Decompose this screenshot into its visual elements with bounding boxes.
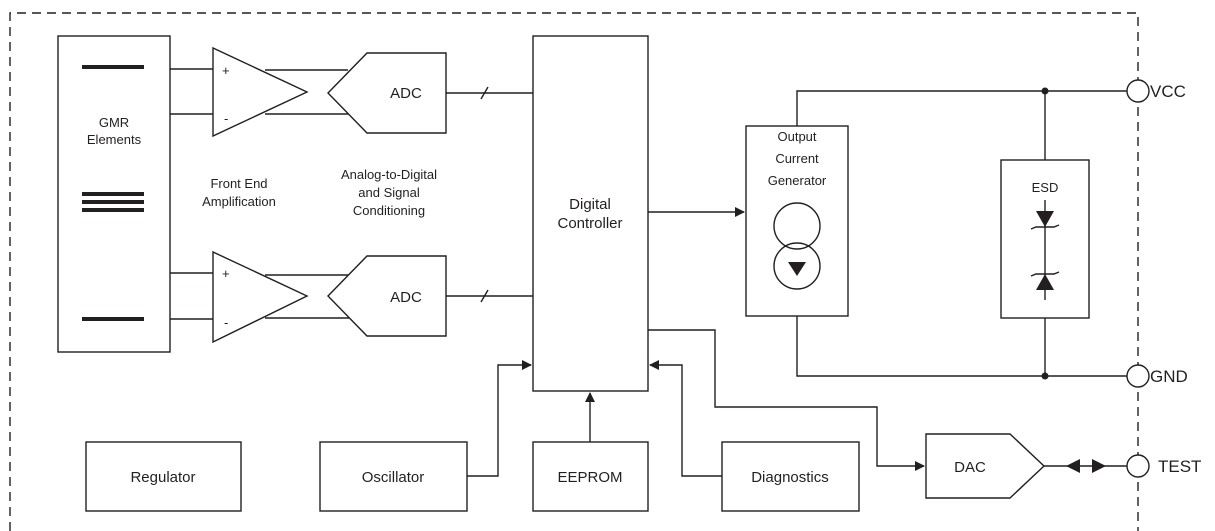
bus-slash-bottom bbox=[480, 289, 489, 303]
front-end-label-line-1: Front End bbox=[210, 176, 267, 191]
device-boundary bbox=[9, 12, 1139, 531]
adc-top-label: ADC bbox=[390, 85, 422, 102]
regulator-block: Regulator bbox=[85, 441, 242, 512]
gmr-bar-middle-1 bbox=[82, 192, 144, 196]
vcc-pin-label: VCC bbox=[1150, 82, 1186, 101]
current-source-circle-upper bbox=[773, 202, 821, 250]
gmr-bar-middle-3 bbox=[82, 208, 144, 212]
controller-label-line-1: Digital bbox=[569, 196, 611, 213]
gnd-pin: GND bbox=[1126, 364, 1188, 388]
adc-bottom: ADC bbox=[327, 255, 447, 337]
amp-top-minus-sign: - bbox=[224, 111, 228, 126]
dac-label: DAC bbox=[954, 459, 986, 476]
amp-top-plus-sign: + bbox=[222, 63, 230, 78]
current-source-arrow-icon bbox=[788, 262, 806, 276]
amplifier-bottom: + - bbox=[212, 250, 309, 344]
wire-gnd-rail bbox=[796, 316, 1127, 377]
diagnostics-label: Diagnostics bbox=[751, 469, 829, 486]
vcc-pin: VCC bbox=[1126, 79, 1186, 103]
gmr-bar-bottom bbox=[82, 317, 144, 321]
test-pin-label: TEST bbox=[1158, 457, 1201, 476]
gmr-label-line-1: GMR bbox=[99, 115, 129, 130]
esd-label: ESD bbox=[1032, 180, 1059, 195]
output-generator-label-line-2: Current bbox=[775, 151, 819, 166]
adc-bottom-label: ADC bbox=[390, 289, 422, 306]
test-pin: TEST bbox=[1126, 454, 1201, 478]
controller-label-line-2: Controller bbox=[557, 215, 622, 232]
bidirectional-arrow-left-icon bbox=[1066, 459, 1080, 473]
bus-slash-top bbox=[480, 86, 489, 100]
gmr-bar-middle-2 bbox=[82, 200, 144, 204]
output-generator-label-line-3: Generator bbox=[768, 173, 827, 188]
regulator-label: Regulator bbox=[130, 469, 195, 486]
output-generator-label-line-1: Output bbox=[777, 129, 816, 144]
amp-bottom-plus-sign: + bbox=[222, 266, 230, 281]
wire-vcc-rail bbox=[796, 90, 1127, 126]
bidirectional-arrow-right-icon bbox=[1092, 459, 1106, 473]
wire-oscillator-to-controller bbox=[467, 360, 532, 477]
zener-diode-upper-icon bbox=[1030, 211, 1060, 230]
amplifier-top: + - bbox=[212, 46, 309, 138]
adc-stage-label-line-3: Conditioning bbox=[353, 203, 425, 218]
current-source-circle-lower bbox=[773, 242, 821, 290]
oscillator-label: Oscillator bbox=[362, 469, 425, 486]
wire-diagnostics-to-controller bbox=[649, 360, 722, 477]
output-current-generator-block: Output Current Generator bbox=[745, 125, 849, 317]
zener-diode-lower-icon bbox=[1030, 271, 1060, 290]
eeprom-label: EEPROM bbox=[557, 469, 622, 486]
adc-top: ADC bbox=[327, 52, 447, 134]
diagnostics-block: Diagnostics bbox=[721, 441, 860, 512]
gmr-label-line-2: Elements bbox=[87, 132, 142, 147]
gmr-bar-top bbox=[82, 65, 144, 69]
oscillator-block: Oscillator bbox=[319, 441, 468, 512]
front-end-label-line-2: Amplification bbox=[202, 194, 276, 209]
adc-stage-label-line-1: Analog-to-Digital bbox=[341, 167, 437, 182]
gnd-pin-label: GND bbox=[1150, 367, 1188, 386]
eeprom-block: EEPROM bbox=[532, 441, 649, 512]
amp-bottom-minus-sign: - bbox=[224, 315, 228, 330]
gmr-elements-block: GMR Elements bbox=[57, 35, 171, 353]
wire-controller-to-dac bbox=[648, 329, 925, 471]
dac-block: DAC bbox=[925, 433, 1046, 499]
digital-controller-block: Digital Controller bbox=[532, 35, 649, 392]
adc-stage-label-line-2: and Signal bbox=[358, 185, 420, 200]
